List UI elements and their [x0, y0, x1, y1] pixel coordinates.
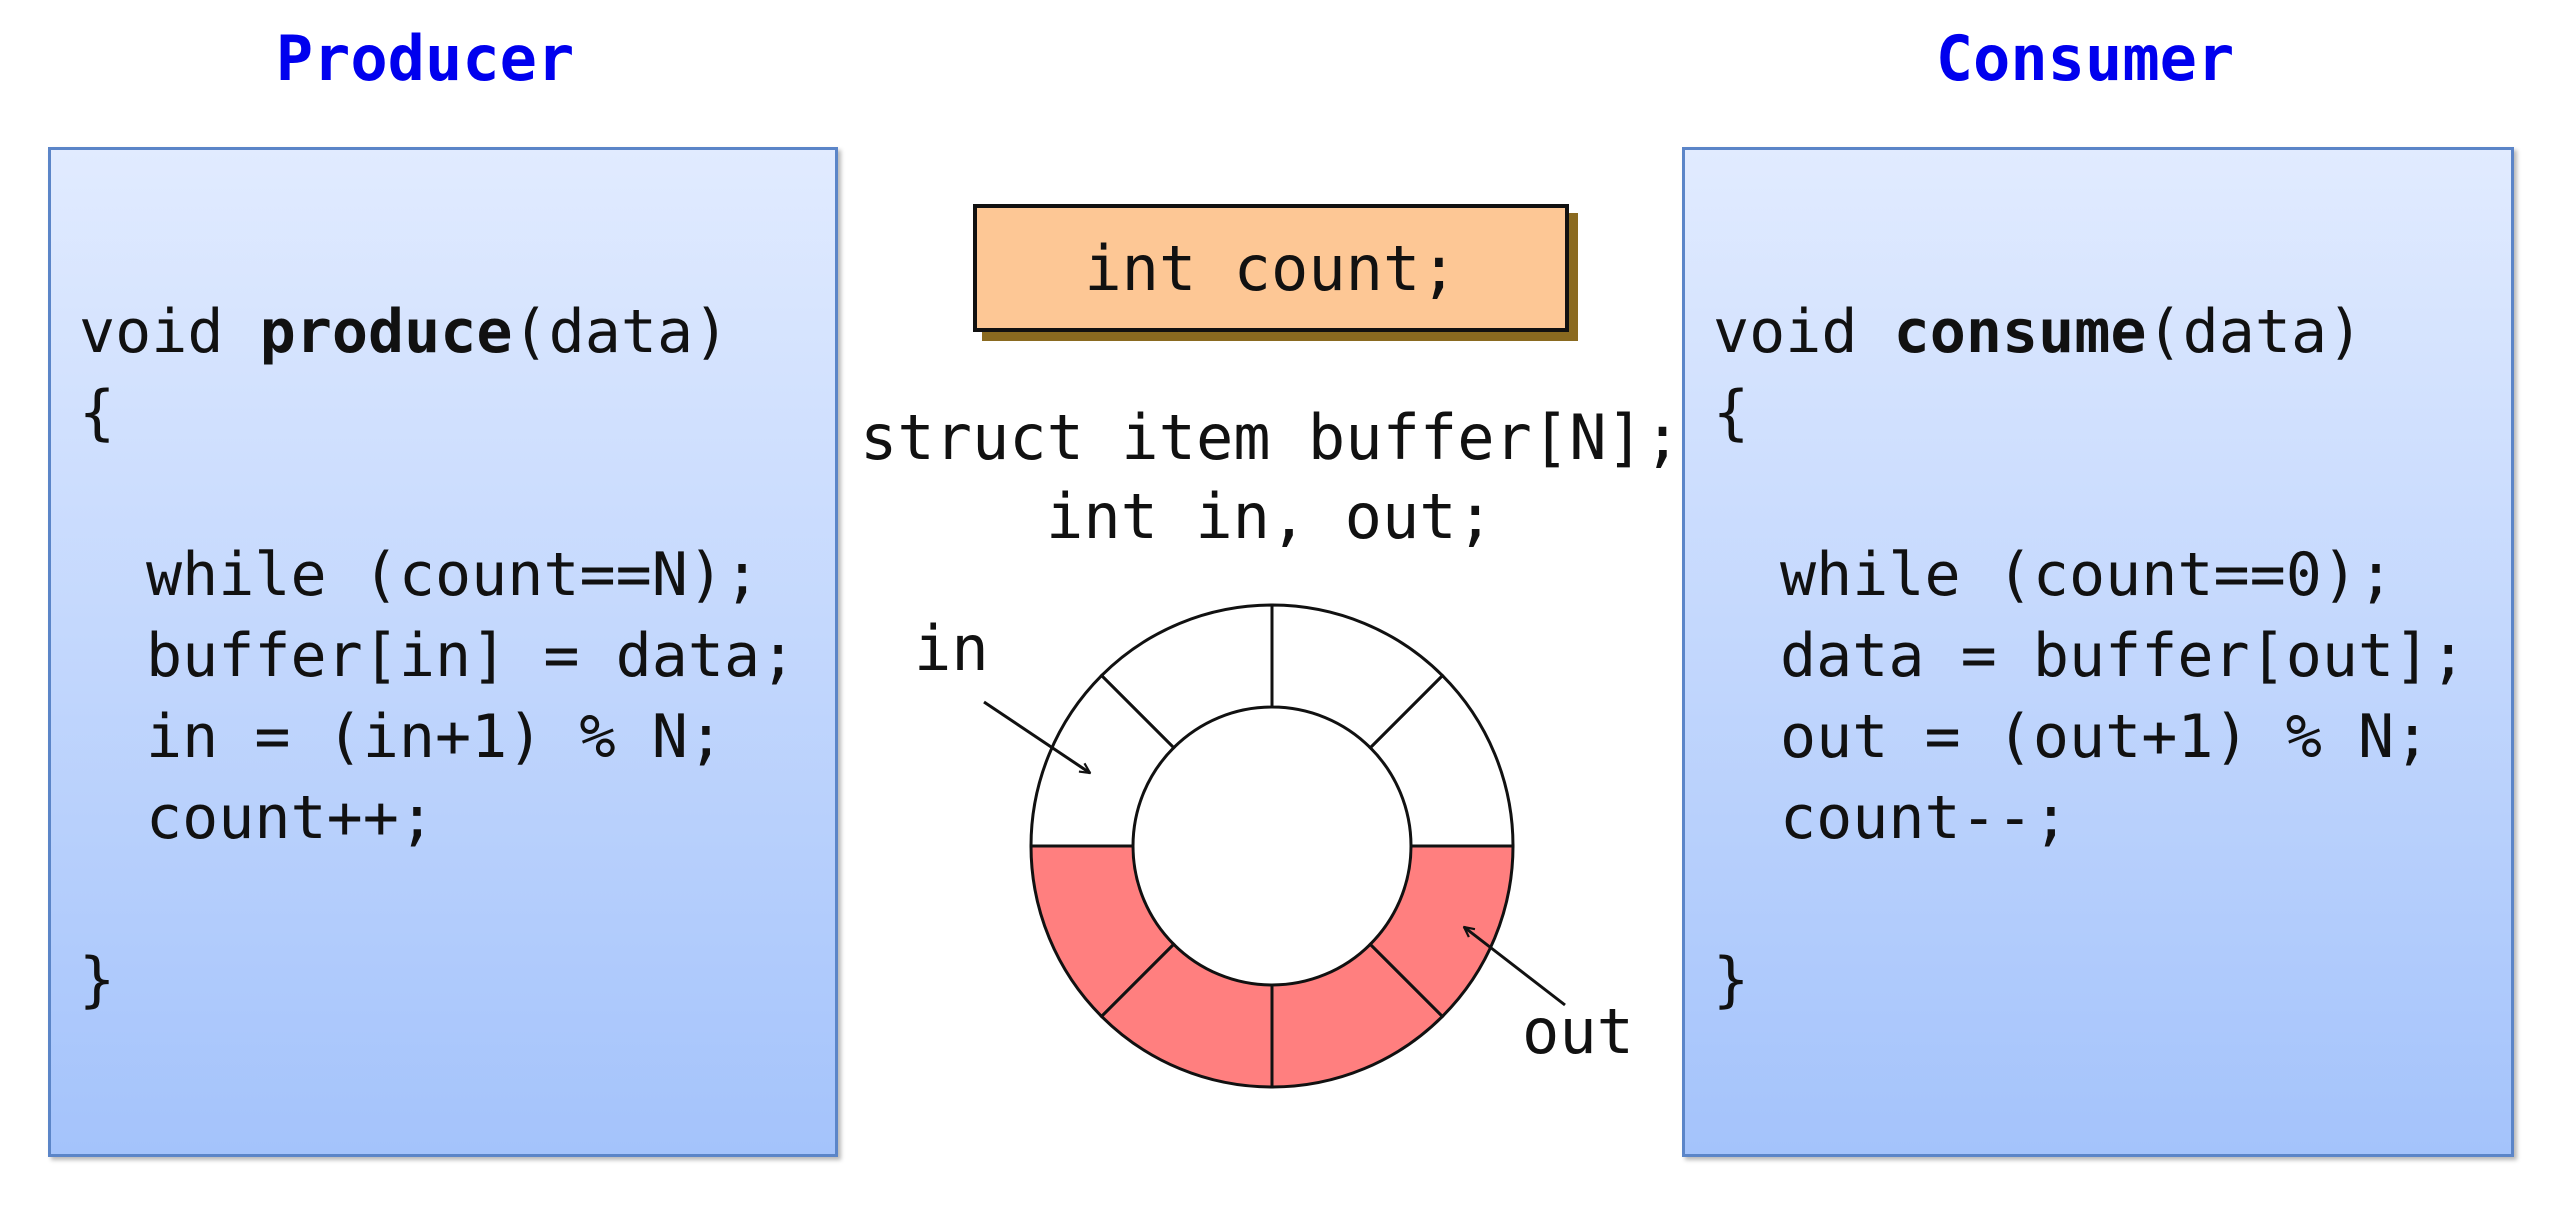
producer-function-name: produce	[259, 297, 513, 367]
consumer-body-line-4: count--;	[1780, 783, 2069, 853]
in-label: in	[914, 612, 989, 685]
producer-open-brace: {	[79, 378, 116, 448]
buffer-declaration: struct item buffer[N];	[860, 401, 1682, 474]
producer-title: Producer	[275, 22, 575, 95]
consumer-signature-args: (data)	[2146, 297, 2364, 367]
ring-slots	[1029, 603, 1515, 1089]
in-arrow	[983, 700, 1090, 773]
producer-body-line-2: buffer[in] = data;	[146, 621, 797, 691]
indices-declaration: int in, out;	[1046, 480, 1494, 553]
producer-signature-prefix: void	[79, 297, 260, 367]
out-arrow	[1464, 927, 1566, 1007]
consumer-signature: void consume(data)	[1713, 302, 2363, 362]
producer-code-panel: void produce(data) { while (count==N); b…	[48, 147, 838, 1157]
consumer-close-brace: }	[1713, 945, 1750, 1015]
ring-slot-empty	[1029, 673, 1176, 848]
producer-signature: void produce(data)	[79, 302, 729, 362]
consumer-body-line-1: while (count==0);	[1780, 540, 2395, 610]
out-pointer: out	[1464, 927, 1634, 1068]
consumer-title: Consumer	[1935, 22, 2235, 95]
circular-buffer-diagram: in out	[914, 603, 1634, 1089]
consumer-signature-prefix: void	[1713, 297, 1894, 367]
producer-body-line-4: count++;	[146, 783, 435, 853]
consumer-open-brace: {	[1713, 378, 1750, 448]
out-label: out	[1522, 995, 1634, 1068]
producer-body-line-3: in = (in+1) % N;	[146, 702, 724, 772]
consumer-body-line-2: data = buffer[out];	[1780, 621, 2467, 691]
producer-close-brace: }	[79, 945, 116, 1015]
consumer-code-panel: void consume(data) { while (count==0); d…	[1682, 147, 2514, 1157]
in-pointer: in	[914, 612, 1090, 773]
consumer-function-name: consume	[1893, 297, 2147, 367]
shared-count-variable: int count;	[973, 204, 1569, 332]
consumer-body-line-3: out = (out+1) % N;	[1780, 702, 2431, 772]
producer-body-line-1: while (count==N);	[146, 540, 761, 610]
producer-signature-args: (data)	[512, 297, 730, 367]
